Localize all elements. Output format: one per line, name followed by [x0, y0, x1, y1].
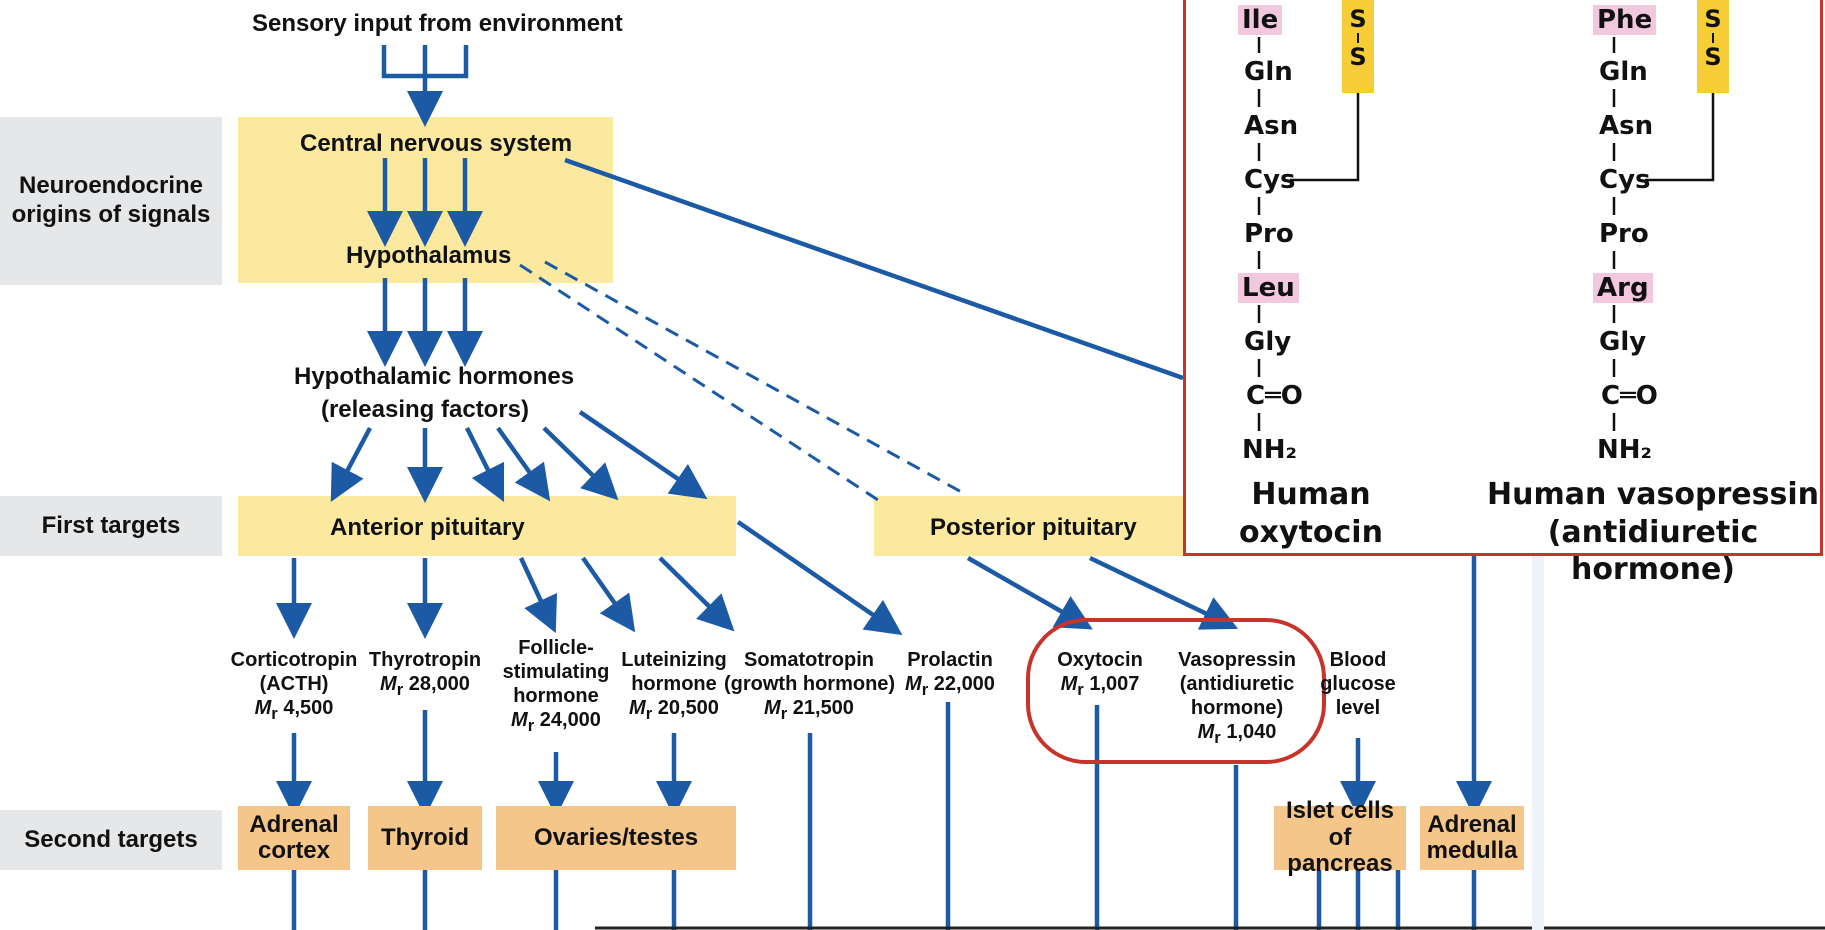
oxytocin-disulfide: S S — [1342, 0, 1374, 93]
cns-label: Central nervous system — [300, 130, 573, 157]
vasopressin-residue-asn: Asn — [1599, 111, 1654, 141]
vasopressin-residue-pro: Pro — [1599, 219, 1649, 249]
vasopressin-caption: Human vasopressin (antidiuretic hormone) — [1486, 477, 1819, 587]
hormone-corticotropin: Corticotropin(ACTH) Mr 4,500 — [230, 649, 358, 723]
posterior-pituitary-label: Posterior pituitary — [930, 514, 1137, 541]
row-label-second-targets: Second targets — [0, 810, 222, 870]
oxytocin-residue-nh2: NH₂ — [1242, 435, 1297, 465]
hormone-thyrotropin: Thyrotropin Mr 28,000 — [368, 649, 482, 699]
vasopressin-residue-nh2: NH₂ — [1597, 435, 1652, 465]
oxytocin-residue-ile: Ile — [1238, 5, 1283, 35]
anterior-pituitary-label: Anterior pituitary — [330, 514, 525, 541]
islet-cells-box: Islet cells of pancreas — [1274, 798, 1406, 877]
vasopressin-residue-cys: Cys — [1599, 165, 1651, 195]
thyroid-box: Thyroid — [368, 806, 482, 870]
hormone-somatotropin: Somatotropin(growth hormone) Mr 21,500 — [724, 649, 896, 723]
vasopressin-residue-gly: Gly — [1599, 327, 1647, 357]
ovaries-testes-box: Ovaries/testes — [496, 806, 736, 870]
vasopressin-residue-phe: Phe — [1593, 5, 1657, 35]
hypothalamic-hormones-label: Hypothalamic hormones — [294, 363, 575, 390]
peptide-inset: S S S S Ile Gln Asn Cys Pro Leu Gly C═O … — [1183, 0, 1823, 587]
adrenal-medulla-box: Adrenal medulla — [1420, 806, 1524, 870]
oxytocin-residue-leu: Leu — [1238, 273, 1299, 303]
sensory-input-label: Sensory input from environment — [252, 10, 623, 37]
oxytocin-residue-pro: Pro — [1244, 219, 1294, 249]
vasopressin-residue-arg: Arg — [1593, 273, 1653, 303]
anterior-pituitary-box — [238, 496, 736, 556]
releasing-factors-label: (releasing factors) — [320, 396, 530, 423]
vasopressin-residue-co: C═O — [1601, 381, 1658, 411]
highlight-ring — [1026, 618, 1326, 764]
oxytocin-residue-asn: Asn — [1244, 111, 1299, 141]
oxytocin-caption: Human oxytocin — [1239, 477, 1383, 550]
oxytocin-residue-gly: Gly — [1244, 327, 1292, 357]
adrenal-cortex-box: Adrenal cortex — [238, 806, 350, 870]
vasopressin-disulfide: S S — [1697, 0, 1729, 93]
posterior-pituitary-box — [874, 496, 1184, 556]
vasopressin-residue-gln: Gln — [1599, 57, 1648, 87]
oxytocin-residue-cys: Cys — [1244, 165, 1296, 195]
oxytocin-residue-gln: Gln — [1244, 57, 1293, 87]
hypothalamus-label: Hypothalamus — [346, 242, 512, 269]
hormone-prolactin: Prolactin Mr 22,000 — [905, 649, 995, 699]
hormone-oxytocin: Oxytocin Mr 1,007 — [1057, 649, 1143, 699]
row-label-neuroendocrine: Neuroendocrine origins of signals — [0, 117, 222, 285]
row-label-first-targets: First targets — [0, 496, 222, 556]
oxytocin-residue-co: C═O — [1246, 381, 1303, 411]
